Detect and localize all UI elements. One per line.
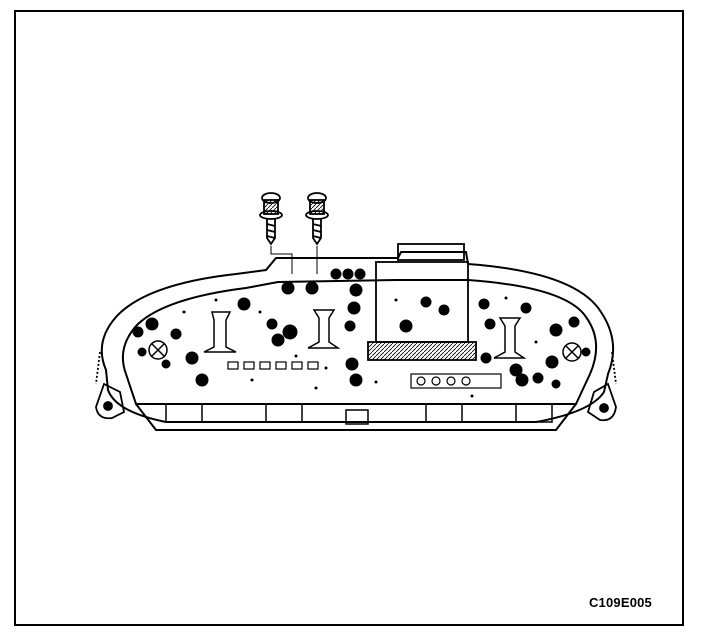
figure-code: C109E005 <box>588 595 652 610</box>
circuit-traces <box>182 296 538 398</box>
figure-frame: C109E005 <box>14 10 684 626</box>
gauge-pointer-mounts <box>148 309 582 362</box>
connector-pads <box>227 361 502 389</box>
housing-slots <box>165 403 553 425</box>
instrument-cluster-illustration <box>95 192 617 431</box>
circuit-components <box>132 268 591 389</box>
display-module <box>367 243 477 361</box>
mounting-tab-left <box>95 351 126 420</box>
screw-icon <box>259 192 293 274</box>
mounting-tab-right <box>586 351 617 422</box>
screw-icon <box>305 192 329 274</box>
